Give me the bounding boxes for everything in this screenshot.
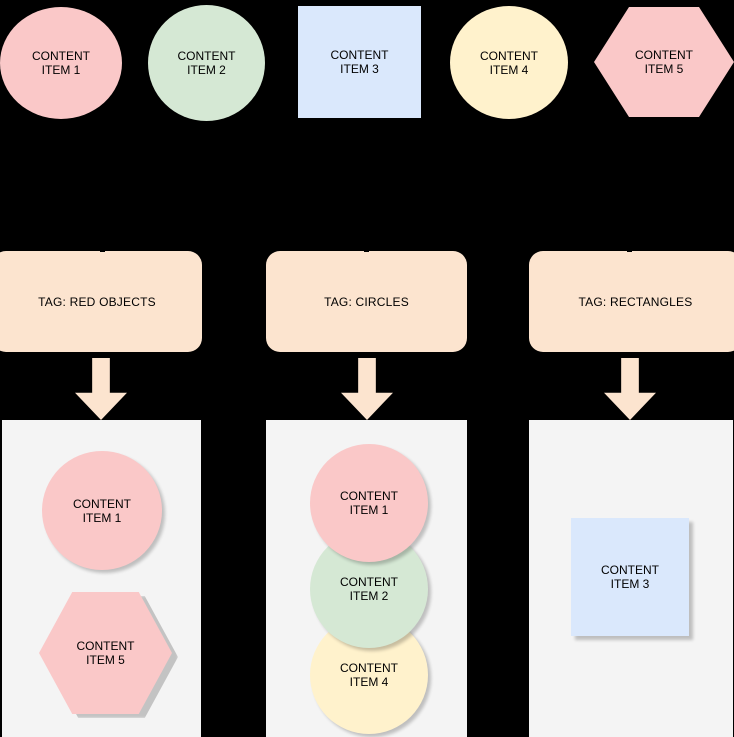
connector-notch-circles [364,247,369,252]
connector-notch-red-objects [100,247,105,252]
content-item-5-label: CONTENT ITEM 5 [635,48,693,76]
tag-box-red-objects[interactable]: TAG: RED OBJECTS [0,251,202,352]
group-red-objects-item-1-label: CONTENT ITEM 1 [73,496,131,525]
group-panel-rectangles: CONTENT ITEM 3 [529,420,733,737]
content-item-3-label: CONTENT ITEM 3 [330,48,389,76]
content-item-1-circle[interactable]: CONTENT ITEM 1 [0,7,122,119]
arrow-rectangles-down-arrow-icon [604,358,656,420]
group-panel-circles: CONTENT ITEM 1 CONTENT ITEM 2 CONTENT IT… [266,420,467,737]
tag-box-circles-label: TAG: CIRCLES [324,294,409,309]
group-circles-item-1-label: CONTENT ITEM 1 [340,489,398,517]
group-red-objects-item-5-label: CONTENT ITEM 5 [76,639,135,667]
content-item-2-label: CONTENT ITEM 2 [177,49,236,77]
group-red-objects-item-1-circle[interactable]: CONTENT ITEM 1 [42,451,162,570]
group-circles-item-1-circle[interactable]: CONTENT ITEM 1 [310,444,428,562]
content-item-3-rectangle[interactable]: CONTENT ITEM 3 [298,6,421,118]
connector-notch-rectangles [627,247,632,252]
group-circles-item-2-label: CONTENT ITEM 2 [340,575,398,603]
group-rectangles-item-3-rectangle[interactable]: CONTENT ITEM 3 [571,518,689,636]
group-circles-item-4-label: CONTENT ITEM 4 [340,661,398,689]
tag-box-rectangles[interactable]: TAG: RECTANGLES [529,251,734,352]
tag-box-circles[interactable]: TAG: CIRCLES [266,251,467,352]
content-item-4-label: CONTENT ITEM 4 [480,48,538,77]
content-item-4-circle[interactable]: CONTENT ITEM 4 [450,6,568,119]
group-rectangles-item-3-label: CONTENT ITEM 3 [601,563,659,591]
group-panel-red-objects: CONTENT ITEM 1 CONTENT ITEM 5 [2,420,201,737]
content-item-1-label: CONTENT ITEM 1 [32,49,90,77]
arrow-red-objects-down-arrow-icon [75,358,127,420]
content-item-2-circle[interactable]: CONTENT ITEM 2 [148,5,265,121]
tag-box-red-objects-label: TAG: RED OBJECTS [38,294,156,309]
arrow-circles-down-arrow-icon [341,358,393,420]
tag-box-rectangles-label: TAG: RECTANGLES [578,294,693,309]
content-item-5-hexagon[interactable]: CONTENT ITEM 5 [594,7,734,117]
